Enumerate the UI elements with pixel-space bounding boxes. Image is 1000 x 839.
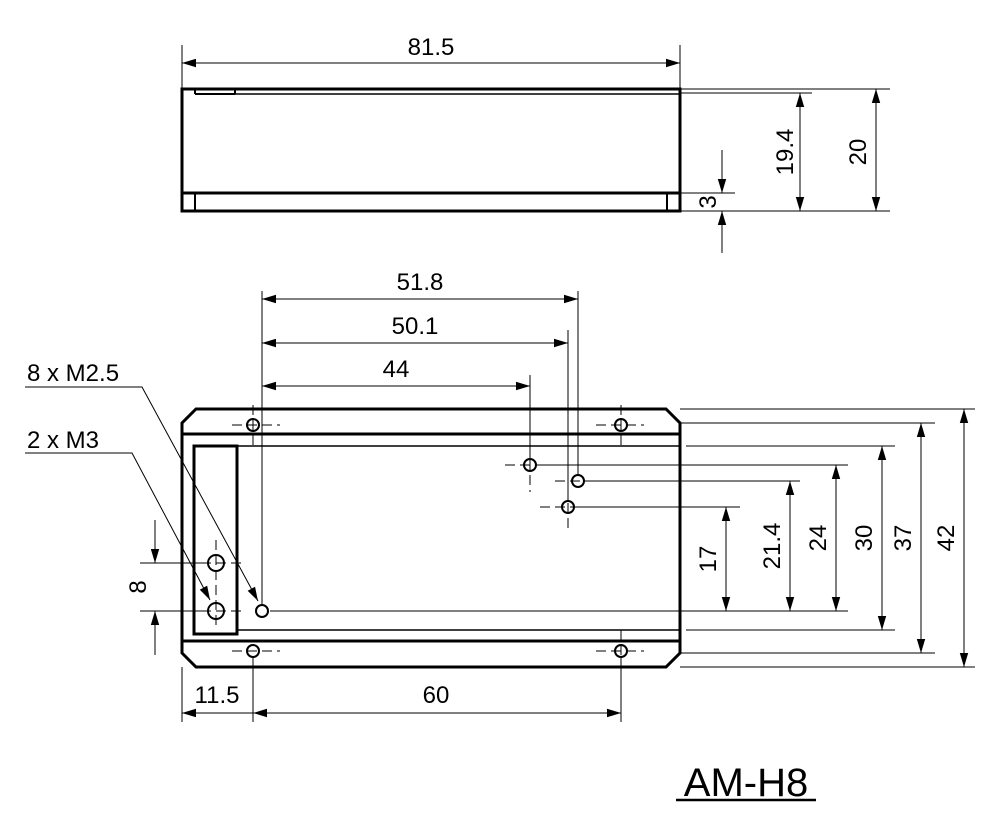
top-view-body: [180, 407, 682, 669]
leader-m3: [25, 452, 211, 601]
dim-44: 44: [383, 356, 410, 383]
side-view: [180, 45, 890, 253]
dim-60: 60: [423, 682, 450, 709]
dim-42: 42: [933, 525, 960, 552]
dim-19-4: 19.4: [772, 129, 799, 176]
dim-30: 30: [851, 525, 878, 552]
callout-2x-m3: 2 x M3: [27, 427, 99, 454]
dim-8: 8: [125, 580, 152, 593]
callout-8x-m2-5: 8 x M2.5: [27, 360, 119, 387]
dim-3: 3: [695, 195, 722, 208]
dim-11-5: 11.5: [195, 682, 240, 709]
mounting-holes: [246, 418, 628, 658]
dim-81-5: 81.5: [408, 34, 455, 61]
dim-24: 24: [805, 525, 832, 552]
dim-51-8: 51.8: [397, 269, 444, 296]
dim-37: 37: [890, 525, 917, 552]
side-view-body: [180, 87, 682, 213]
drawing-title: AM-H8: [684, 761, 808, 805]
left-block: [192, 444, 239, 636]
dim-20: 20: [845, 139, 872, 166]
dim-50-1: 50.1: [392, 313, 439, 340]
dim-21-4: 21.4: [759, 523, 786, 570]
dim-17: 17: [695, 546, 722, 573]
top-view: [25, 291, 975, 802]
leader-m2-5: [25, 386, 259, 602]
